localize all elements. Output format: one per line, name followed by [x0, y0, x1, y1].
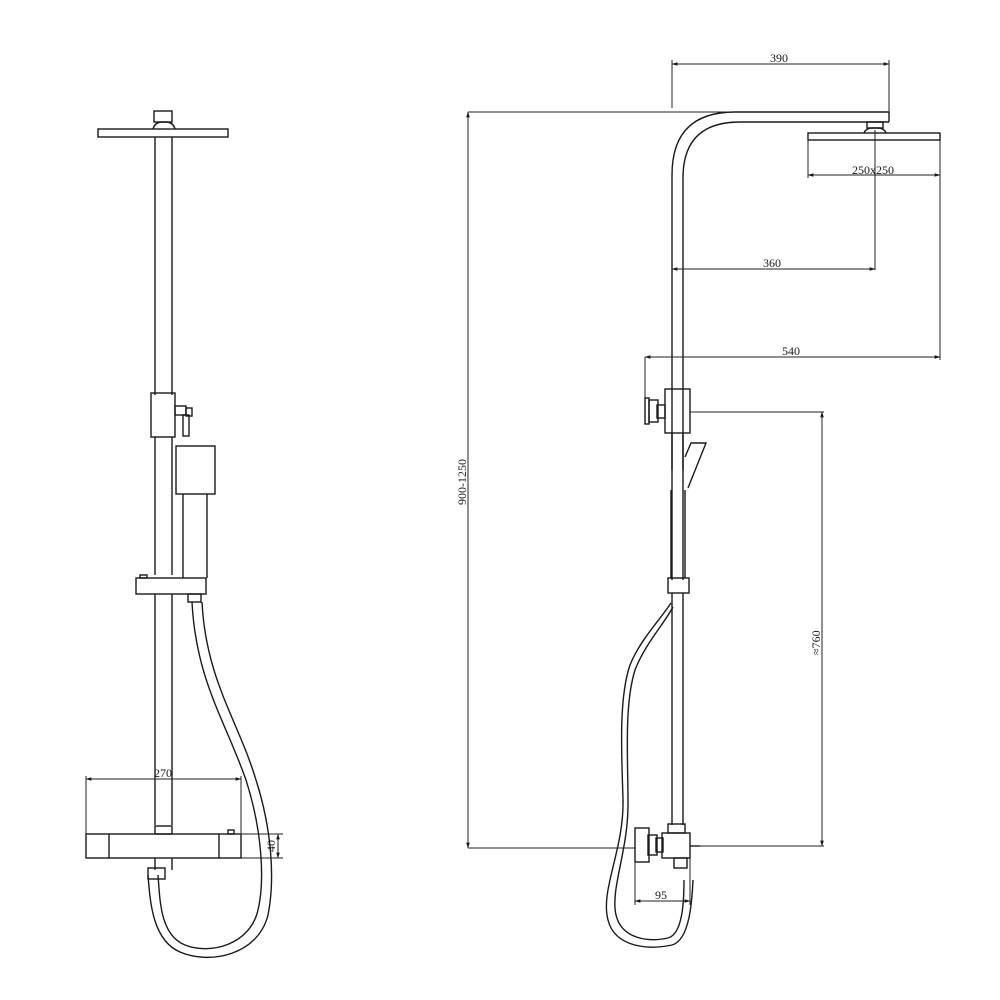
dim-mixer-height: 40 [264, 840, 278, 852]
rain-shower-head [807, 132, 941, 141]
shower-head-collar [152, 121, 176, 130]
hose-front [157, 601, 263, 950]
hose-side [605, 602, 694, 948]
dim-head-size: 250x250 [852, 163, 894, 177]
slide-holder [135, 577, 207, 595]
dim-arm-length: 390 [770, 51, 788, 65]
valve-body [661, 832, 691, 859]
dim-height-range: 900-1250 [455, 459, 469, 505]
dim-rail-height: ≈760 [809, 630, 823, 655]
slide-holder-side [667, 577, 690, 594]
shower-head-plate [97, 128, 229, 138]
hand-shower-head [175, 445, 216, 495]
diverter-block-side [664, 388, 691, 434]
hand-shower-side [684, 442, 708, 489]
side-view: 390 250x250 360 540 900-1250 ≈760 95 [455, 51, 941, 948]
dim-total-projection: 540 [782, 344, 800, 358]
front-view: 270 40 [85, 110, 283, 959]
dim-mixer-width: 270 [154, 766, 172, 780]
shower-head-connector [153, 110, 173, 123]
diverter-block [150, 392, 176, 438]
dim-head-offset: 360 [763, 256, 781, 270]
dim-valve-depth: 95 [655, 888, 667, 902]
